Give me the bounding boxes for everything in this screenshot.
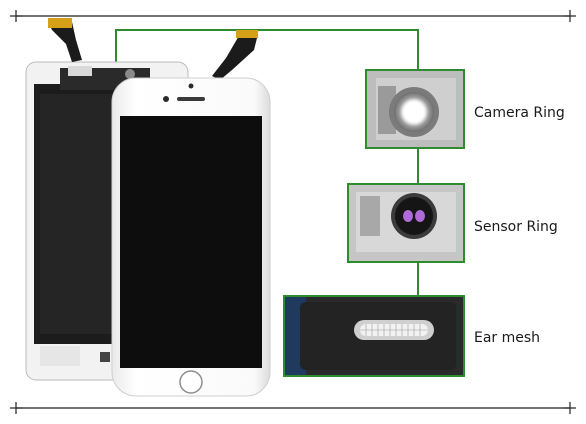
flex-cable-left bbox=[48, 18, 82, 62]
corner-crop-marks bbox=[10, 10, 576, 414]
camera-ring-label: Camera Ring bbox=[474, 105, 565, 121]
sensor-ring-inset bbox=[347, 183, 465, 263]
ear-mesh-label: Ear mesh bbox=[474, 330, 541, 346]
home-button-icon bbox=[179, 370, 203, 394]
ear-mesh-inset bbox=[283, 295, 465, 377]
sensor-ring-label: Sensor Ring bbox=[474, 219, 558, 235]
camera-ring-inset bbox=[365, 69, 465, 149]
connector-line bbox=[115, 29, 419, 296]
flex-cable-right bbox=[212, 30, 258, 80]
phone-front bbox=[111, 77, 271, 397]
